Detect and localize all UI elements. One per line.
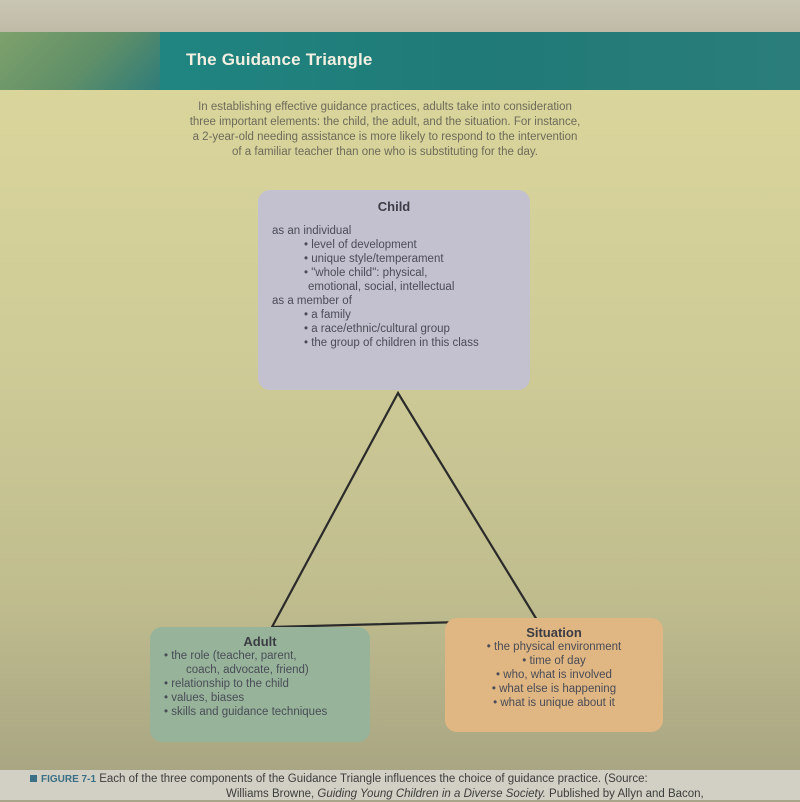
situation-item: • what is unique about it	[493, 697, 615, 709]
adult-item-continuation: coach, advocate, friend)	[186, 664, 309, 676]
situation-item: • time of day	[522, 655, 586, 667]
intro-line: of a familiar teacher than one who is su…	[232, 146, 538, 158]
caption-line2-publisher: Published by Allyn and Bacon,	[549, 788, 704, 800]
caption-book-title: Guiding Young Children in a Diverse Soci…	[317, 788, 546, 800]
situation-item: • who, what is involved	[496, 669, 612, 681]
caption-line1: Each of the three components of the Guid…	[99, 773, 648, 785]
adult-item: • the role (teacher, parent,	[164, 650, 297, 662]
top-page-band	[0, 0, 800, 36]
child-individual-heading: as an individual	[272, 225, 352, 237]
intro-line: three important elements: the child, the…	[189, 116, 581, 128]
child-item: • a race/ethnic/cultural group	[304, 323, 450, 335]
child-item: • a family	[304, 309, 351, 321]
intro-line: a 2-year-old needing assistance is more …	[192, 131, 578, 143]
adult-item: • skills and guidance techniques	[164, 706, 328, 718]
figure-caption: FIGURE 7-1 Each of the three components …	[30, 772, 704, 802]
child-item: • "whole child": physical,	[304, 267, 428, 279]
child-item: • unique style/temperament	[304, 253, 444, 265]
situation-item: • the physical environment	[486, 641, 622, 653]
child-member-heading: as a member of	[272, 295, 352, 307]
intro-line: In establishing effective guidance pract…	[198, 101, 572, 113]
child-item: • level of development	[304, 239, 417, 251]
adult-title: Adult	[243, 634, 277, 649]
caption-band	[0, 770, 800, 800]
page-title: The Guidance Triangle	[186, 50, 373, 69]
title-accent-graphic	[0, 32, 160, 90]
triangle-outline	[270, 390, 539, 629]
caption-square-icon	[30, 775, 37, 782]
adult-item: • relationship to the child	[164, 678, 289, 690]
child-title: Child	[377, 199, 411, 214]
figure-label: FIGURE 7-1	[41, 774, 97, 785]
child-item: • the group of children in this class	[304, 337, 479, 349]
situation-item: • what else is happening	[491, 683, 617, 695]
intro-paragraph: In establishing effective guidance pract…	[120, 100, 650, 160]
situation-box: Situation • the physical environment • t…	[445, 618, 663, 732]
adult-box: Adult • the role (teacher, parent, coach…	[150, 627, 370, 742]
child-box: Child as an individual • level of develo…	[258, 190, 530, 390]
child-item-continuation: emotional, social, intellectual	[308, 281, 455, 293]
caption-line2-author: Williams Browne,	[226, 788, 315, 800]
situation-title: Situation	[526, 625, 582, 640]
adult-item: • values, biases	[164, 692, 245, 704]
